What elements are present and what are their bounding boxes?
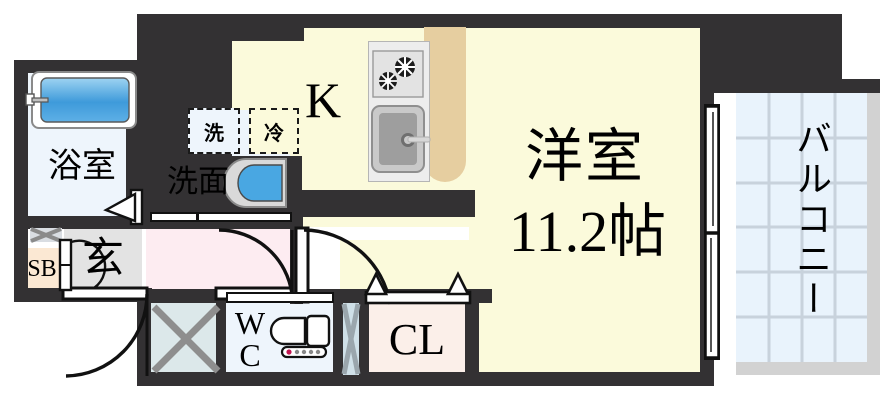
refrigerator-slot-icon: 冷 — [249, 108, 299, 154]
entrance-door-icon[interactable] — [60, 286, 160, 383]
wall-bathroom-top — [14, 60, 139, 73]
label-entrance: 玄 — [81, 236, 124, 282]
label-washbasin: 洗面 — [167, 163, 229, 199]
room-closet — [368, 303, 466, 375]
label-closet: CL — [388, 315, 446, 364]
washbasin-counter — [150, 212, 292, 222]
label-kitchen: K — [304, 72, 342, 128]
meter-box-icon — [30, 227, 62, 243]
window-icon — [151, 304, 221, 374]
label-yoshitsu-name: 洋室 — [524, 124, 645, 189]
wall-left-outer — [14, 60, 28, 290]
label-balcony: バルコニー — [791, 120, 831, 320]
gas-stove-icon — [372, 50, 424, 98]
washbasin-counter-split — [196, 212, 199, 222]
label-yoshitsu-size: 11.2帖 — [508, 199, 667, 264]
room-corridor — [146, 228, 291, 290]
closet-side-window-icon — [341, 303, 361, 375]
room-shoebox — [27, 248, 65, 290]
kitchen-sink-icon — [371, 105, 431, 173]
sliding-glass-door-icon[interactable] — [704, 104, 720, 360]
label-shoebox: SB — [27, 256, 57, 282]
bathtub-icon — [25, 71, 137, 129]
wall-closet-left — [357, 298, 369, 376]
label-bathroom: 浴室 — [48, 148, 116, 185]
washer-label: 洗 — [204, 120, 224, 145]
toilet-door-icon[interactable] — [226, 292, 334, 303]
folding-door-icon[interactable] — [103, 188, 144, 226]
washbasin-sink-icon — [223, 158, 287, 208]
wall-kitchen-bottom — [290, 190, 475, 217]
fridge-label: 冷 — [264, 120, 284, 145]
wall-closet-right — [465, 298, 479, 376]
wall-bottom-outer — [137, 372, 714, 386]
balcony-grid — [736, 93, 867, 362]
wall-balcony-top — [700, 79, 880, 93]
wall-wc-left — [216, 298, 226, 376]
closet-folding-doors-icon[interactable] — [362, 270, 474, 306]
washing-machine-slot-icon: 洗 — [188, 108, 240, 154]
label-toilet-w: W — [234, 305, 266, 341]
wall-wc-right — [333, 298, 343, 376]
label-toilet-c: C — [239, 337, 261, 373]
kitchen-counter-wood — [424, 27, 466, 182]
wall-kitchen-step — [232, 14, 304, 41]
toilet-icon — [269, 314, 331, 359]
shoe-box-icon[interactable] — [58, 238, 107, 294]
